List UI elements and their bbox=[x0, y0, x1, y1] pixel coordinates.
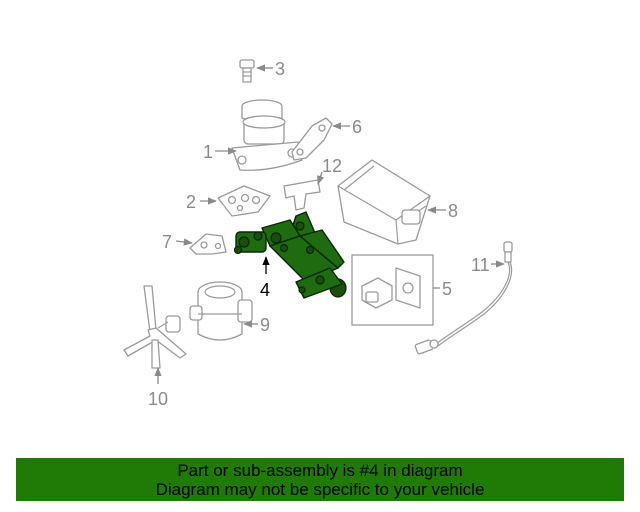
part-11-oxygen-sensor[interactable] bbox=[414, 241, 513, 355]
leader-7 bbox=[175, 238, 193, 246]
part-3-bolt[interactable] bbox=[239, 59, 255, 83]
callout-6[interactable]: 6 bbox=[352, 117, 362, 137]
part-4-assembly[interactable] bbox=[233, 211, 347, 299]
leader-12 bbox=[317, 171, 325, 185]
callout-2[interactable]: 2 bbox=[186, 192, 196, 212]
callout-8[interactable]: 8 bbox=[448, 201, 458, 221]
callout-1[interactable]: 1 bbox=[203, 142, 213, 162]
part-9-valve[interactable] bbox=[189, 281, 253, 341]
part-6-bracket[interactable] bbox=[291, 117, 333, 161]
part-5-sensor-kit[interactable] bbox=[351, 254, 434, 326]
part-2-gasket[interactable] bbox=[217, 185, 271, 217]
callout-4[interactable]: 4 bbox=[260, 280, 270, 300]
banner-line-2: Diagram may not be specific to your vehi… bbox=[155, 480, 485, 499]
callout-9[interactable]: 9 bbox=[260, 315, 270, 335]
parts-diagram: 3 1 6 2 12 8 bbox=[123, 59, 513, 409]
callout-12[interactable]: 12 bbox=[322, 156, 342, 176]
part-7-bracket[interactable] bbox=[189, 233, 227, 255]
callout-3[interactable]: 3 bbox=[275, 59, 285, 79]
part-12-bracket[interactable] bbox=[283, 179, 321, 211]
callout-7[interactable]: 7 bbox=[162, 232, 172, 252]
callout-11[interactable]: 11 bbox=[471, 255, 490, 275]
callout-10[interactable]: 10 bbox=[148, 389, 168, 409]
info-banner: Part or sub-assembly is #4 in diagram Di… bbox=[16, 458, 624, 501]
part-10-hose[interactable] bbox=[123, 285, 187, 369]
part-8-canister[interactable] bbox=[337, 159, 431, 245]
part-1-egr-valve[interactable] bbox=[231, 99, 303, 171]
callout-5[interactable]: 5 bbox=[442, 279, 452, 299]
banner-line-1: Part or sub-assembly is #4 in diagram bbox=[177, 461, 463, 480]
